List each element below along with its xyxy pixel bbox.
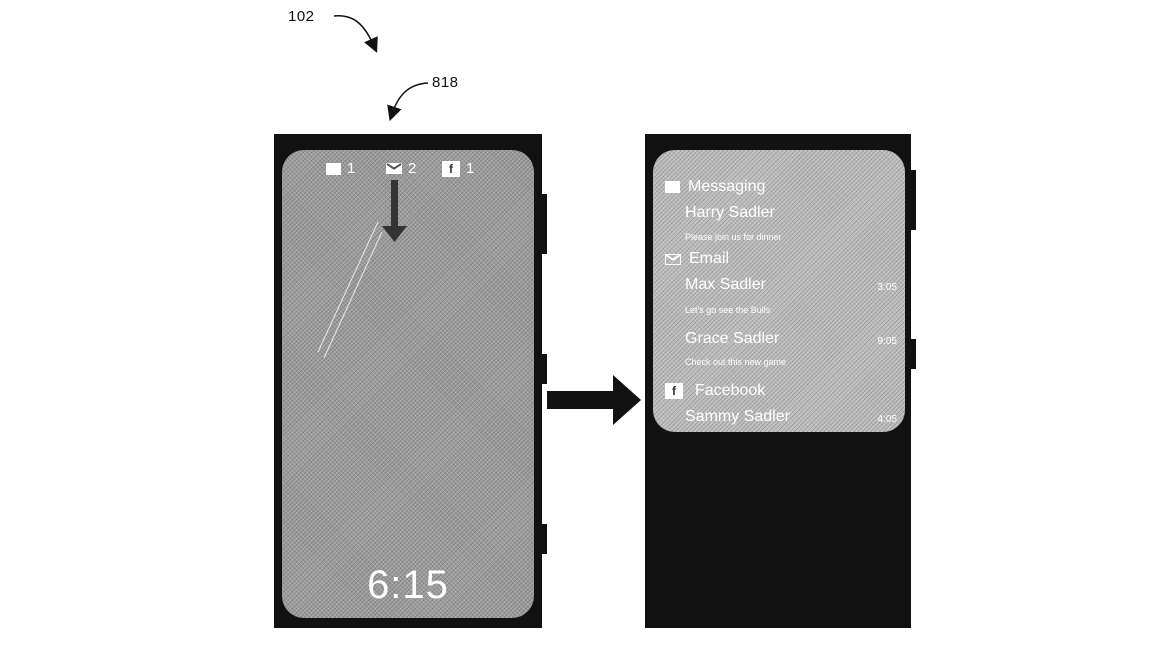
- lead-line-device: [333, 15, 378, 53]
- messaging-item-preview: Please join us for dinner: [685, 232, 782, 242]
- email-item-1-time: 3:05: [877, 282, 897, 293]
- email-item-1-preview: Let's go see the Bulls: [685, 305, 771, 315]
- status-email[interactable]: 2: [386, 160, 416, 177]
- lock-screen[interactable]: 1 2 f 1 6:15: [282, 150, 534, 618]
- messaging-item-name[interactable]: Harry Sadler: [685, 204, 775, 221]
- side-button-middle[interactable]: [911, 339, 916, 369]
- reference-label-device: 102: [288, 8, 315, 25]
- swipe-down-arrow: [317, 180, 407, 359]
- status-messaging[interactable]: 1: [326, 160, 355, 177]
- status-facebook-count: 1: [466, 160, 475, 177]
- facebook-item-name[interactable]: Sammy Sadler: [685, 408, 790, 425]
- group-email-label: Email: [689, 250, 730, 267]
- message-icon: [326, 162, 341, 175]
- facebook-icon: f: [665, 383, 683, 399]
- device-right: Messaging Harry Sadler Please join us fo…: [645, 134, 916, 628]
- message-icon: [665, 181, 680, 193]
- group-facebook-header[interactable]: f Facebook: [665, 382, 765, 400]
- facebook-icon: f: [442, 160, 460, 177]
- group-messaging-label: Messaging: [688, 178, 766, 195]
- reference-label-gesture: 818: [432, 74, 459, 91]
- email-icon: [386, 163, 402, 174]
- email-item-1-name[interactable]: Max Sadler: [685, 276, 766, 293]
- facebook-item-time: 4:05: [877, 414, 897, 425]
- side-button-middle[interactable]: [542, 354, 547, 384]
- group-facebook-label: Facebook: [695, 382, 766, 399]
- transition-arrow: [547, 375, 641, 425]
- status-email-count: 2: [408, 160, 417, 177]
- side-button-upper[interactable]: [542, 194, 547, 254]
- side-button-upper[interactable]: [911, 170, 916, 230]
- lock-time: 6:15: [367, 563, 449, 607]
- group-email-header[interactable]: Email: [665, 250, 729, 268]
- email-item-2-preview: Check out this new game: [685, 357, 787, 367]
- status-facebook[interactable]: f 1: [442, 160, 474, 177]
- email-icon: [665, 253, 681, 265]
- notification-panel[interactable]: Messaging Harry Sadler Please join us fo…: [653, 150, 905, 432]
- device-left: 1 2 f 1 6:15: [274, 134, 547, 628]
- email-item-2-name[interactable]: Grace Sadler: [685, 330, 780, 347]
- status-messaging-count: 1: [347, 160, 356, 177]
- side-button-lower[interactable]: [542, 524, 547, 554]
- lead-line-gesture: [387, 82, 429, 122]
- group-messaging-header[interactable]: Messaging: [665, 178, 765, 196]
- email-item-2-time: 9:05: [877, 336, 897, 347]
